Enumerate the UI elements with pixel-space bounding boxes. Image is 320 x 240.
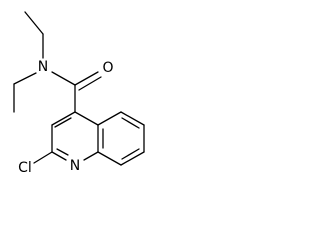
atom-o-carbonyl-label: O xyxy=(102,60,113,76)
bond-carbonyl-o-1 xyxy=(74,71,99,86)
bond-carbonyl-o-2 xyxy=(78,76,102,91)
bond-c5-c6-2 xyxy=(121,117,140,129)
bond-ethyl2-n xyxy=(13,72,37,85)
bond-c7-c8-1 xyxy=(120,151,145,166)
bond-c2-n1-2 xyxy=(56,148,69,156)
atom-cl-label: Cl xyxy=(18,160,32,176)
structure-drawing: N O N Cl xyxy=(13,11,145,176)
atom-n-ring-label: N xyxy=(70,158,80,174)
bond-c4-c3-1 xyxy=(51,111,76,126)
atom-cl: Cl xyxy=(18,160,32,176)
atom-n-ring: N xyxy=(70,158,80,174)
bond-c2-n1-1 xyxy=(51,151,67,161)
bond-c4-c3-2 xyxy=(54,117,72,128)
bond-ethyl1-ch3 xyxy=(24,11,44,35)
bond-c4a-c4 xyxy=(74,111,99,126)
bond-c4a-c5 xyxy=(97,111,122,126)
atom-n-amide: N xyxy=(38,59,48,75)
atom-n-amide-label: N xyxy=(38,59,48,75)
atom-o-carbonyl: O xyxy=(102,60,113,76)
bond-n-carbonyl xyxy=(51,71,76,86)
bond-c8-c8a xyxy=(97,151,122,166)
bond-c5-c6-1 xyxy=(120,111,145,126)
bond-c7-c8-2 xyxy=(121,148,140,160)
bond-c2-cl xyxy=(33,151,53,164)
bond-n1-c8a xyxy=(83,151,99,161)
